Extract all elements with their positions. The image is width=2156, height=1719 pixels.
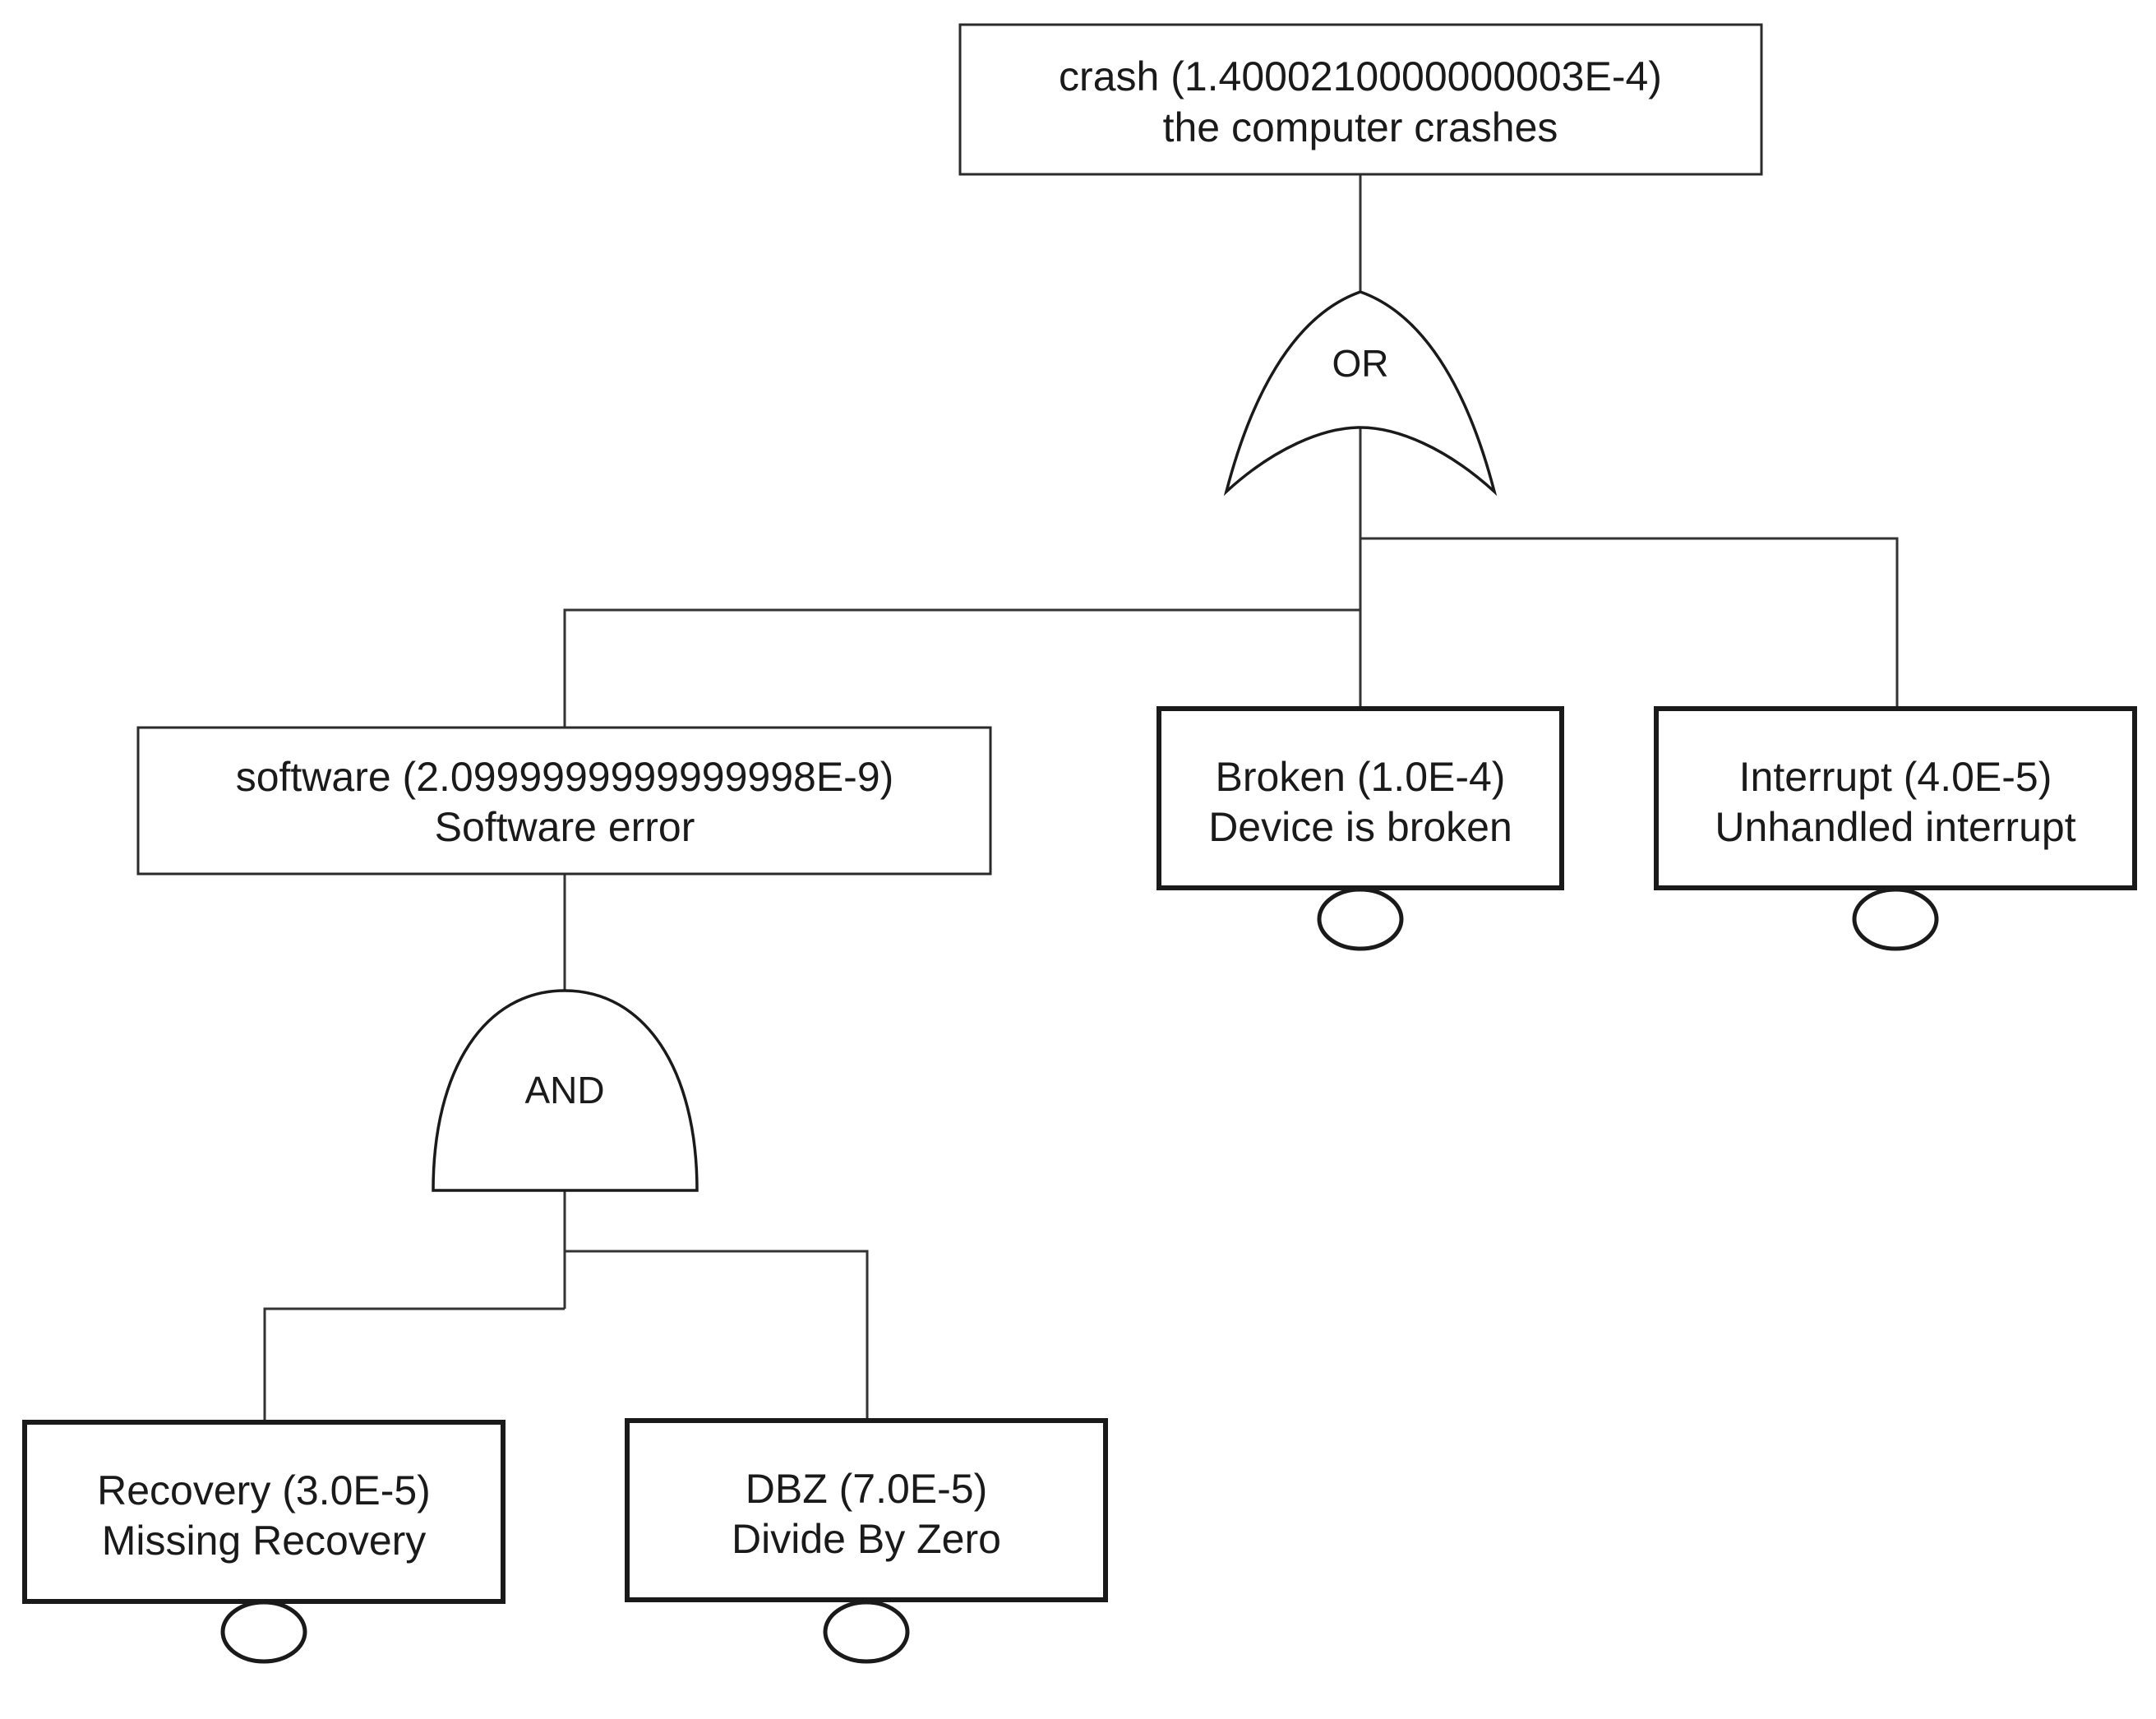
basic-event-interrupt: Interrupt (4.0E-5) Unhandled interrupt <box>1654 706 2137 951</box>
edge-or-interrupt <box>1360 537 1899 709</box>
event-software-title: software (2.0999999999999998E-9) <box>236 754 894 800</box>
basic-event-broken-description: Device is broken <box>1208 804 1512 850</box>
basic-event-recovery-title: Recovery (3.0E-5) <box>97 1467 431 1513</box>
event-crash: crash (1.4000210000000003E-4) the comput… <box>958 23 1763 176</box>
event-software-description: Software error <box>435 804 695 850</box>
event-crash-box <box>958 23 1763 176</box>
or-gate-label: OR <box>1332 342 1389 385</box>
basic-event-broken-title: Broken (1.0E-4) <box>1216 754 1506 800</box>
basic-event-interrupt-box <box>1654 706 2137 890</box>
basic-event-dbz-box <box>625 1418 1108 1602</box>
basic-event-broken: Broken (1.0E-4) Device is broken <box>1156 706 1564 951</box>
basic-event-interrupt-description: Unhandled interrupt <box>1715 804 2075 850</box>
basic-event-broken-box <box>1156 706 1564 890</box>
event-crash-description: the computer crashes <box>1163 104 1558 150</box>
connectors <box>263 174 1899 1422</box>
and-gate-label: AND <box>524 1069 604 1111</box>
edge-or-software <box>563 608 1360 728</box>
basic-event-broken-circle <box>1317 887 1404 951</box>
event-software-box <box>136 726 992 876</box>
basic-event-recovery: Recovery (3.0E-5) Missing Recovery <box>22 1420 506 1664</box>
edge-and-recovery <box>263 1307 565 1422</box>
basic-event-dbz-title: DBZ (7.0E-5) <box>746 1466 988 1512</box>
or-gate: OR <box>1223 290 1498 497</box>
event-crash-title: crash (1.4000210000000003E-4) <box>1059 53 1662 99</box>
basic-event-interrupt-title: Interrupt (4.0E-5) <box>1739 754 2052 800</box>
or-gate-shape <box>1223 290 1498 497</box>
basic-event-interrupt-circle <box>1852 887 1939 951</box>
and-gate: AND <box>432 989 699 1192</box>
and-gate-shape <box>432 989 699 1192</box>
basic-event-recovery-circle <box>220 1600 307 1664</box>
event-software: software (2.0999999999999998E-9) Softwar… <box>136 726 992 876</box>
edge-and-dbz <box>565 1250 869 1421</box>
basic-event-recovery-description: Missing Recovery <box>102 1518 427 1564</box>
basic-event-recovery-box <box>22 1420 506 1604</box>
basic-event-dbz: DBZ (7.0E-5) Divide By Zero <box>625 1418 1108 1664</box>
basic-event-dbz-description: Divide By Zero <box>732 1516 1001 1562</box>
basic-event-dbz-circle <box>823 1600 910 1664</box>
